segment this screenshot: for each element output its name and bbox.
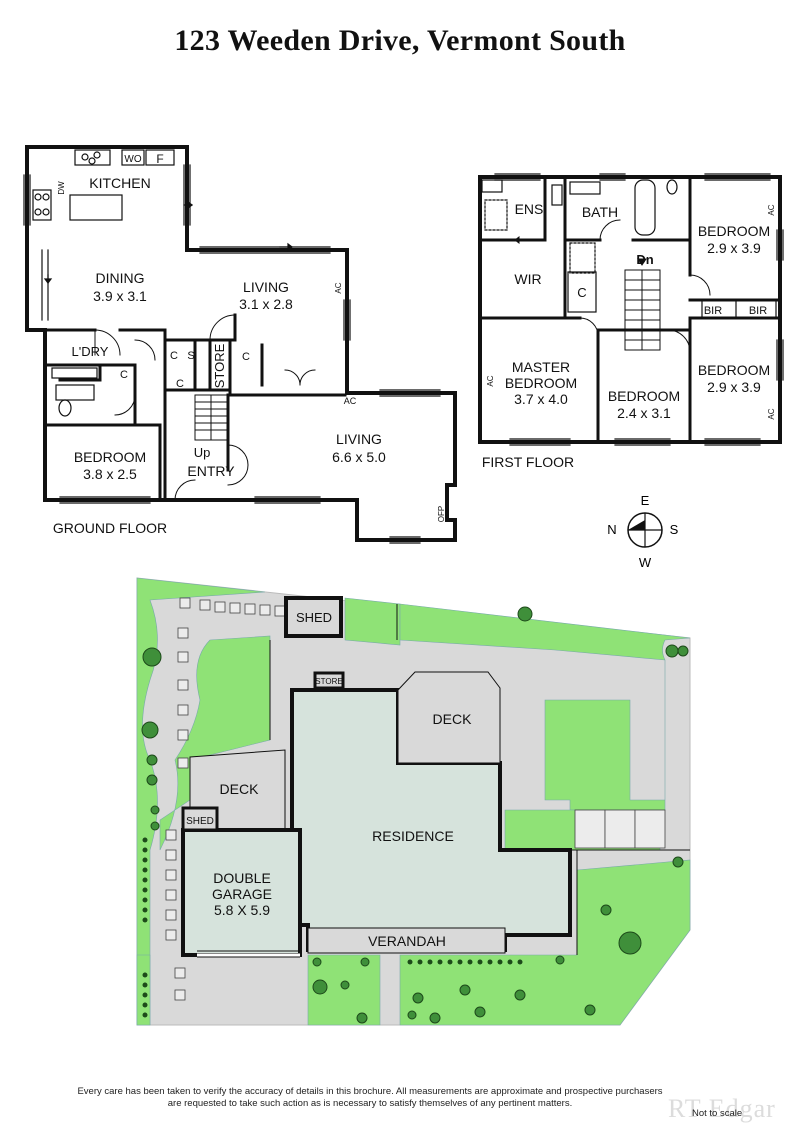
page-title: 123 Weeden Drive, Vermont South (174, 24, 626, 57)
label-bedroom-ff-3: BEDROOM (608, 388, 680, 404)
label-garage-size: 5.8 X 5.9 (214, 902, 270, 918)
site-fences (269, 604, 690, 955)
site-verandah (307, 927, 506, 954)
label-c-1: C (170, 350, 178, 362)
label-master-1: MASTER (512, 359, 570, 375)
site-hedges (142, 837, 523, 1018)
label-store-site: STORE (315, 677, 342, 686)
label-bedroom-gf-size: 3.8 x 2.5 (83, 466, 137, 482)
label-bedroom-ff-2: BEDROOM (698, 362, 770, 378)
label-garage-1: DOUBLE (213, 870, 271, 886)
label-c-ff: C (577, 285, 586, 300)
label-s: S (187, 350, 194, 362)
ground-floor-windows (23, 164, 441, 544)
label-ac-gf-2: AC (344, 396, 357, 406)
site-shed-2 (181, 806, 219, 832)
first-floor-labels: ENS BATH WIR C Dn BEDROOM 2.9 x 3.9 AC B… (482, 201, 776, 470)
label-ac-ff-1: AC (767, 204, 776, 215)
label-c-4: C (120, 369, 128, 381)
first-floor-plan (478, 173, 784, 446)
site-paving-stones (165, 597, 666, 1001)
label-kitchen: KITCHEN (89, 175, 150, 191)
site-trees (141, 606, 689, 1024)
ground-floor-stairs (194, 394, 229, 441)
label-f: F (156, 152, 163, 166)
first-floor-doors (514, 219, 711, 353)
label-dn: Dn (636, 252, 653, 267)
disclaimer: Every care has been taken to verify the … (60, 1086, 680, 1110)
label-c-3: C (176, 378, 184, 390)
label-up: Up (194, 445, 211, 460)
label-wir: WIR (514, 271, 541, 287)
label-living-2-size: 6.6 x 5.0 (332, 449, 386, 465)
label-master-2: BEDROOM (505, 375, 577, 391)
kitchen-fixtures (32, 149, 175, 417)
label-c-2: C (242, 351, 250, 363)
label-dining: DINING (96, 270, 145, 286)
compass: E N S W (607, 493, 678, 570)
first-floor-windows (494, 173, 784, 446)
label-dw: DW (57, 181, 66, 195)
ground-floor-arrows (43, 200, 293, 284)
label-bir-2: BIR (749, 305, 767, 317)
label-bath: BATH (582, 204, 618, 220)
label-ac-ff-3: AC (486, 375, 495, 386)
first-floor-fixtures (481, 179, 777, 319)
label-verandah: VERANDAH (368, 933, 446, 949)
not-to-scale-note: Not to scale (692, 1108, 743, 1119)
ground-floor-doors (94, 314, 456, 501)
compass-e: E (641, 493, 650, 508)
label-bedroom-gf: BEDROOM (74, 449, 146, 465)
ground-floor-caption: GROUND FLOOR (53, 520, 167, 536)
label-wo: WO (124, 154, 141, 165)
label-living-1-size: 3.1 x 2.8 (239, 296, 293, 312)
label-bedroom-ff-1: BEDROOM (698, 223, 770, 239)
site-labels: SHED STORE DECK DECK SHED RESIDENCE DOUB… (186, 610, 472, 949)
first-floor-stairs (624, 258, 661, 351)
label-ofp: OFP (437, 506, 446, 522)
site-shed-1 (284, 596, 343, 638)
label-ac-gf-1: AC (334, 282, 343, 293)
site-store (313, 671, 345, 690)
label-shed-1: SHED (296, 610, 332, 625)
label-bedroom-ff-1-size: 2.9 x 3.9 (707, 240, 761, 256)
label-residence: RESIDENCE (372, 828, 454, 844)
label-ac-ff-2: AC (767, 408, 776, 419)
disclaimer-line-2: are requested to take such action as is … (167, 1098, 573, 1109)
label-living-1: LIVING (243, 279, 289, 295)
ground-floor-plan (23, 145, 457, 544)
label-living-2: LIVING (336, 431, 382, 447)
label-store-gf: STORE (212, 343, 227, 388)
label-deck-garage: DECK (220, 781, 260, 797)
compass-w: W (639, 555, 652, 570)
ground-floor-outer-wall (25, 145, 457, 542)
ground-floor-labels: KITCHEN DW WO F DINING 3.9 x 3.1 LIVING … (53, 152, 446, 536)
label-master-size: 3.7 x 4.0 (514, 391, 568, 407)
label-entry: ENTRY (187, 463, 235, 479)
compass-n: N (607, 522, 616, 537)
label-bir-1: BIR (704, 305, 722, 317)
label-garage-2: GARAGE (212, 886, 272, 902)
first-floor-caption: FIRST FLOOR (482, 454, 574, 470)
brand-logo: RT Edgar (668, 1094, 776, 1123)
label-ens: ENS (515, 201, 544, 217)
label-bedroom-ff-3-size: 2.4 x 3.1 (617, 405, 671, 421)
compass-s: S (670, 522, 679, 537)
label-bedroom-ff-2-size: 2.9 x 3.9 (707, 379, 761, 395)
label-dining-size: 3.9 x 3.1 (93, 288, 147, 304)
label-deck-upper: DECK (433, 711, 473, 727)
first-floor-outer-wall (478, 175, 782, 444)
label-shed-2: SHED (186, 816, 214, 827)
disclaimer-line-1: Every care has been taken to verify the … (77, 1086, 663, 1097)
site-plan (136, 577, 691, 1026)
label-laundry: L'DRY (72, 344, 109, 359)
site-deck-upper (397, 671, 501, 764)
